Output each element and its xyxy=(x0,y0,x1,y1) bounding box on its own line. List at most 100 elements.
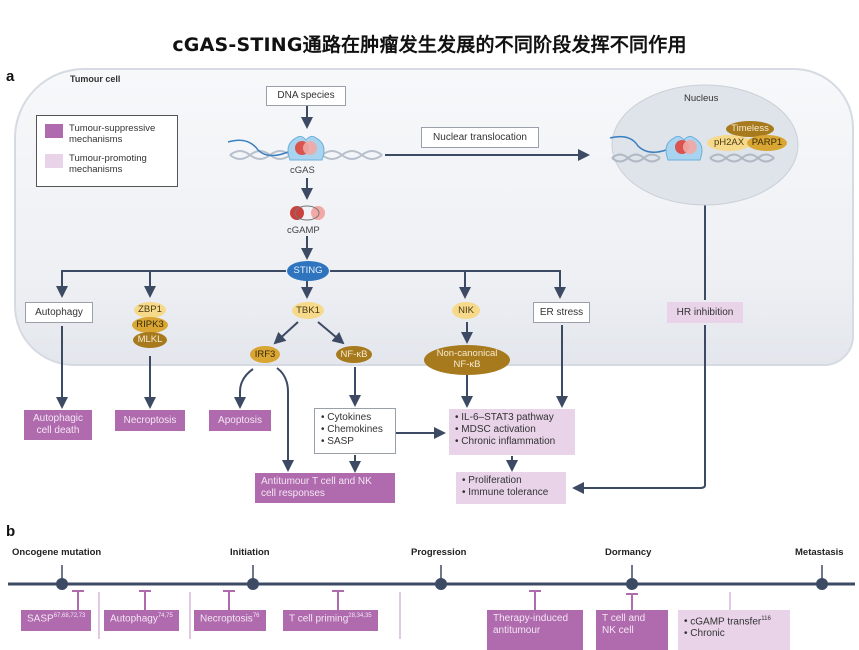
box-text: Autophagy xyxy=(110,613,158,625)
timeline-box-t-nk-cell: T cell and NK cell xyxy=(596,610,668,650)
box-text: SASP xyxy=(27,613,54,625)
box-text: antitumour xyxy=(493,625,541,636)
cgamp-icon xyxy=(290,206,304,220)
bullet-item: SASP xyxy=(321,436,389,448)
arrow-tbk1-nfkb xyxy=(317,321,345,345)
box-text: cGAMP transfer xyxy=(690,616,762,628)
reference-superscript: 74,75 xyxy=(157,613,173,619)
bullet-item: IL-6–STAT3 pathway xyxy=(455,412,569,424)
box-text: Necroptosis xyxy=(200,613,253,625)
panel-a-letter: a xyxy=(6,68,15,85)
il6-pathway-box: IL-6–STAT3 pathway MDSC activation Chron… xyxy=(449,409,575,455)
bullet-item: Chemokines xyxy=(321,424,389,436)
legend-swatch-suppressive xyxy=(45,124,63,138)
dna-strand-icon xyxy=(227,139,289,157)
arrow-irf3-apoptosis xyxy=(234,368,254,409)
reference-superscript: 116 xyxy=(761,616,771,622)
box-text: Autophagic xyxy=(32,413,84,424)
reference-superscript: 28,34,35 xyxy=(348,613,372,619)
legend-label-promoting: Tumour-promoting mechanisms xyxy=(69,153,147,175)
box-text: T cell and xyxy=(602,613,646,624)
timeline-box-therapy-induced: Therapy-induced antitumour xyxy=(487,610,583,650)
timeline-box-autophagy: Autophagy74,75 xyxy=(104,610,179,631)
box-text: Antitumour T cell and NK xyxy=(261,476,372,487)
dna-bound-icon xyxy=(683,140,697,154)
stage-metastasis: Metastasis xyxy=(795,547,844,558)
cytokines-box: Cytokines Chemokines SASP xyxy=(314,408,396,454)
promotion-arrows xyxy=(98,592,731,639)
cgas-label: cGAS xyxy=(290,165,315,176)
parp1-node: PARP1 xyxy=(747,135,787,151)
tumour-cell-label: Tumour cell xyxy=(70,74,121,84)
cgamp-icon xyxy=(311,206,325,220)
inhibition-bars xyxy=(72,590,638,610)
node-text: NF-κB xyxy=(453,359,481,370)
timeline-box-sasp: SASP67,68,72,73 xyxy=(21,610,92,631)
nucleus-shape xyxy=(611,84,799,206)
autophagic-cell-death-box: Autophagic cell death xyxy=(24,410,92,440)
legend-swatch-promoting xyxy=(45,154,63,168)
bullet-item: MDSC activation xyxy=(455,424,569,436)
stage-markers xyxy=(56,578,828,590)
noncanonical-nfkb-node: Non-canonical NF-κB xyxy=(424,345,510,375)
timeline-box-cgamp-transfer: cGAMP transfer116 Chronic xyxy=(678,610,790,650)
ripk3-node: RIPK3 xyxy=(132,317,168,333)
box-text: T cell priming xyxy=(289,613,349,625)
stage-oncogene-mutation: Oncogene mutation xyxy=(12,547,102,558)
stage-initiation: Initiation xyxy=(230,547,270,558)
dna-species-box: DNA species xyxy=(266,86,346,106)
nfkb-node: NF-κB xyxy=(336,346,372,363)
apoptosis-box: Apoptosis xyxy=(209,410,271,431)
stage-progression: Progression xyxy=(411,547,467,558)
bullet-item: Chronic inflammation xyxy=(455,436,569,448)
node-text: Non-canonical xyxy=(436,348,498,359)
reference-superscript: 67,68,72,73 xyxy=(53,613,86,619)
box-text: Therapy-induced xyxy=(493,613,569,624)
nik-node: NIK xyxy=(452,302,480,319)
arrow-sting-autophagy xyxy=(56,270,286,298)
bullet-item: Chronic xyxy=(684,628,784,640)
timeless-node: Timeless xyxy=(726,121,774,137)
legend: Tumour-suppressive mechanisms Tumour-pro… xyxy=(36,115,178,187)
dna-bound-icon xyxy=(303,141,317,155)
irf3-node: IRF3 xyxy=(250,346,280,363)
stage-ticks xyxy=(61,565,823,580)
figure-title: cGAS-STING通路在肿瘤发生发展的不同阶段发挥不同作用 xyxy=(172,34,687,56)
arrow-tbk1-irf3 xyxy=(273,321,299,345)
bullet-item: cGAMP transfer116 xyxy=(684,613,784,628)
er-stress-box: ER stress xyxy=(533,302,590,323)
nuclear-translocation-box: Nuclear translocation xyxy=(421,127,539,148)
mlkl-node: MLKL xyxy=(133,332,167,348)
hr-inhibition-box: HR inhibition xyxy=(667,302,743,323)
legend-text: Tumour-promoting xyxy=(69,153,147,164)
nucleus-label: Nucleus xyxy=(684,93,719,104)
box-text: cell responses xyxy=(261,487,325,499)
zbp1-node: ZBP1 xyxy=(134,302,166,318)
ph2ax-node: pH2AX xyxy=(707,135,751,151)
arrow-irf3-antitumour xyxy=(276,367,294,472)
bullet-item: Proliferation xyxy=(462,475,560,487)
autophagy-box: Autophagy xyxy=(25,302,93,323)
timeline-box-t-cell-priming: T cell priming28,34,35 xyxy=(283,610,378,631)
timeline-box-necroptosis: Necroptosis76 xyxy=(194,610,266,631)
arrow-sting-er xyxy=(330,270,566,299)
reference-superscript: 76 xyxy=(252,613,260,619)
bullet-item: Cytokines xyxy=(321,412,389,424)
legend-text: Tumour-suppressive xyxy=(69,123,156,134)
box-text: cell death xyxy=(36,424,80,436)
cgamp-label: cGAMP xyxy=(287,225,320,236)
legend-text: mechanisms xyxy=(69,164,123,175)
panel-b-letter: b xyxy=(6,523,16,540)
dna-strand-icon xyxy=(609,135,667,153)
arrow-hr-proliferation xyxy=(572,325,706,494)
necroptosis-box: Necroptosis xyxy=(115,410,185,431)
proliferation-box: Proliferation Immune tolerance xyxy=(456,472,566,504)
box-text: NK cell xyxy=(602,625,634,636)
tbk1-node: TBK1 xyxy=(292,302,324,319)
bullet-item: Immune tolerance xyxy=(462,487,560,499)
legend-text: mechanisms xyxy=(69,134,123,145)
sting-node: STING xyxy=(287,261,329,281)
legend-label-suppressive: Tumour-suppressive mechanisms xyxy=(69,123,155,145)
antitumour-response-box: Antitumour T cell and NK cell responses xyxy=(255,473,395,503)
